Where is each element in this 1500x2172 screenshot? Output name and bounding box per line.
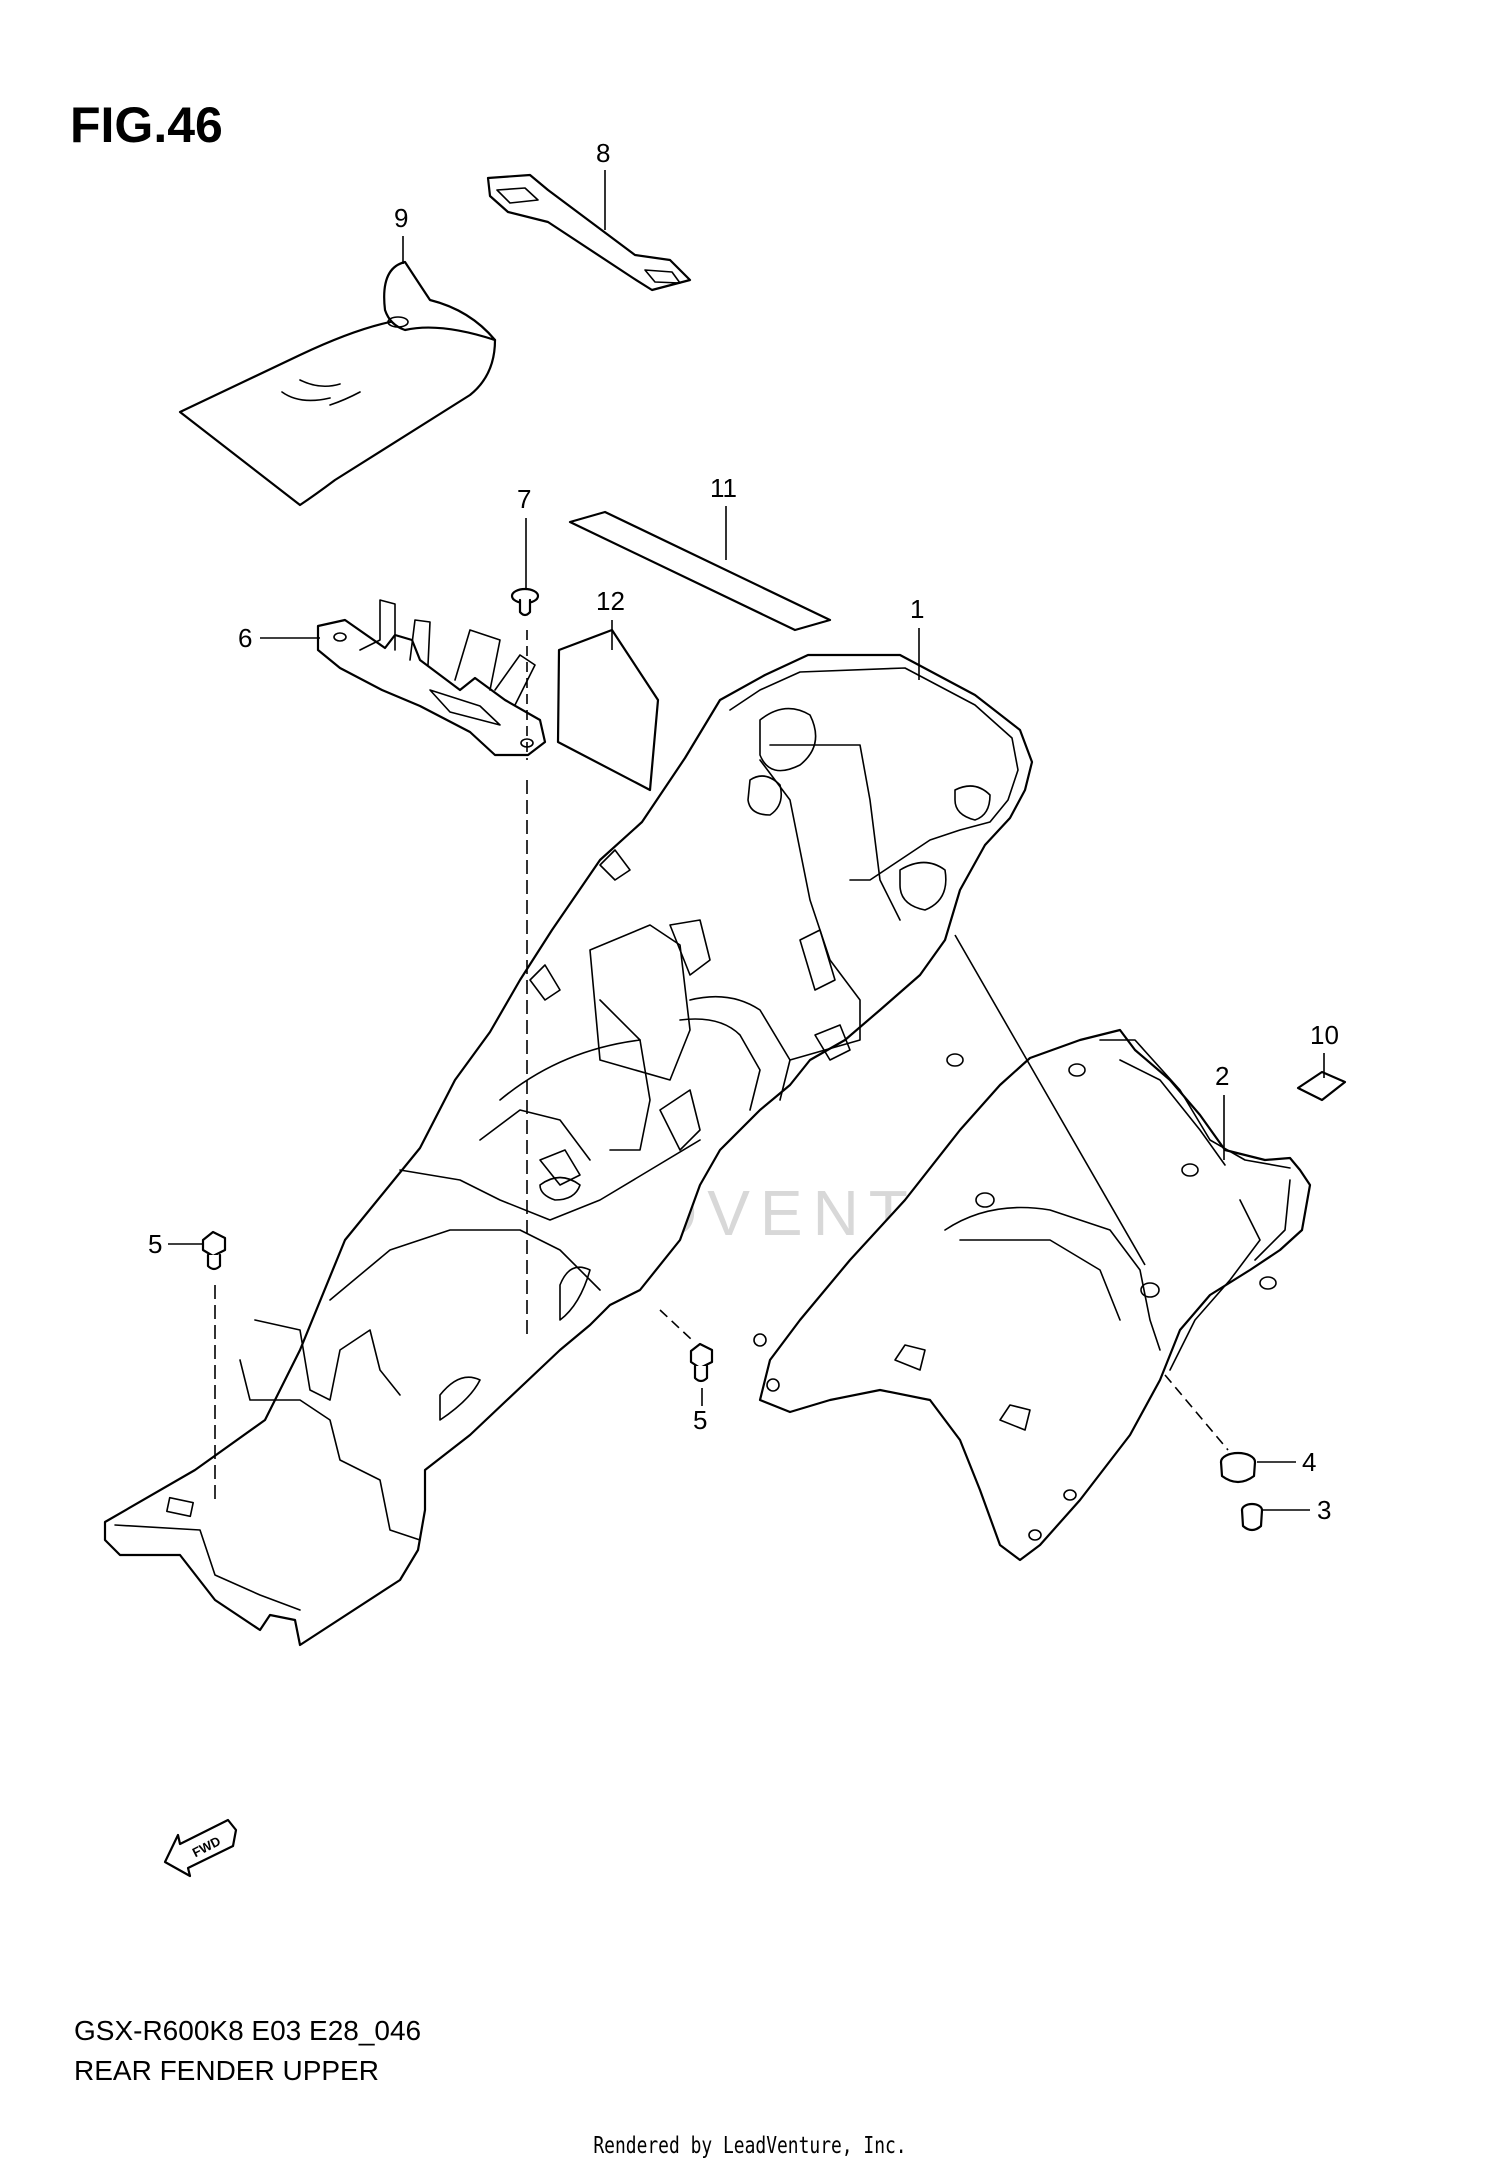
- callout-11: 11: [710, 473, 737, 560]
- callout-4: 4: [1257, 1447, 1316, 1477]
- svg-text:11: 11: [710, 473, 737, 503]
- fwd-direction-arrow: FWD: [163, 1818, 238, 1878]
- svg-text:8: 8: [596, 138, 610, 168]
- part-3-collar: [1240, 1502, 1264, 1532]
- callout-1: 1: [910, 594, 924, 680]
- svg-text:6: 6: [238, 623, 252, 653]
- part-5b-screw: [689, 1342, 714, 1383]
- svg-text:9: 9: [394, 203, 408, 233]
- callout-5b: 5: [693, 1388, 707, 1435]
- callout-8: 8: [596, 138, 610, 230]
- callout-6: 6: [238, 623, 320, 653]
- svg-text:5: 5: [148, 1229, 162, 1259]
- callout-7: 7: [517, 484, 531, 588]
- callout-5a: 5: [148, 1229, 202, 1259]
- render-credit-footer: Rendered by LeadVenture, Inc.: [593, 2133, 907, 2159]
- callouts: 1 2 3 4 5 5 6: [148, 138, 1339, 1525]
- part-2-side-cover: [753, 1028, 1312, 1562]
- svg-text:3: 3: [1317, 1495, 1331, 1525]
- figure-title: FIG.46: [70, 97, 223, 153]
- svg-text:5: 5: [693, 1405, 707, 1435]
- svg-text:1: 1: [910, 594, 924, 624]
- svg-text:4: 4: [1302, 1447, 1316, 1477]
- part-11-sheet: [568, 510, 832, 632]
- model-code: GSX-R600K8 E03 E28_046: [74, 2015, 422, 2046]
- assembly-lines: [214, 630, 1229, 1500]
- part-12-label: [556, 628, 660, 792]
- svg-text:12: 12: [596, 586, 625, 616]
- svg-text:2: 2: [1215, 1061, 1229, 1091]
- part-9-seat-bag: [178, 260, 497, 507]
- part-10-pad: [1296, 1070, 1347, 1102]
- callout-12: 12: [596, 586, 625, 650]
- part-1-rear-fender-upper: [103, 653, 1034, 1647]
- callout-10: 10: [1310, 1020, 1339, 1078]
- part-6-bracket: [316, 599, 547, 757]
- part-7-screw: [510, 587, 540, 617]
- diagram-caption: REAR FENDER UPPER: [74, 2055, 379, 2086]
- svg-text:10: 10: [1310, 1020, 1339, 1050]
- part-8-strap: [486, 173, 692, 292]
- callout-9: 9: [394, 203, 408, 264]
- callout-2: 2: [1215, 1061, 1229, 1160]
- part-5a-screw: [201, 1230, 227, 1271]
- svg-text:7: 7: [517, 484, 531, 514]
- callout-3: 3: [1262, 1495, 1331, 1525]
- part-4-grommet: [1219, 1451, 1257, 1484]
